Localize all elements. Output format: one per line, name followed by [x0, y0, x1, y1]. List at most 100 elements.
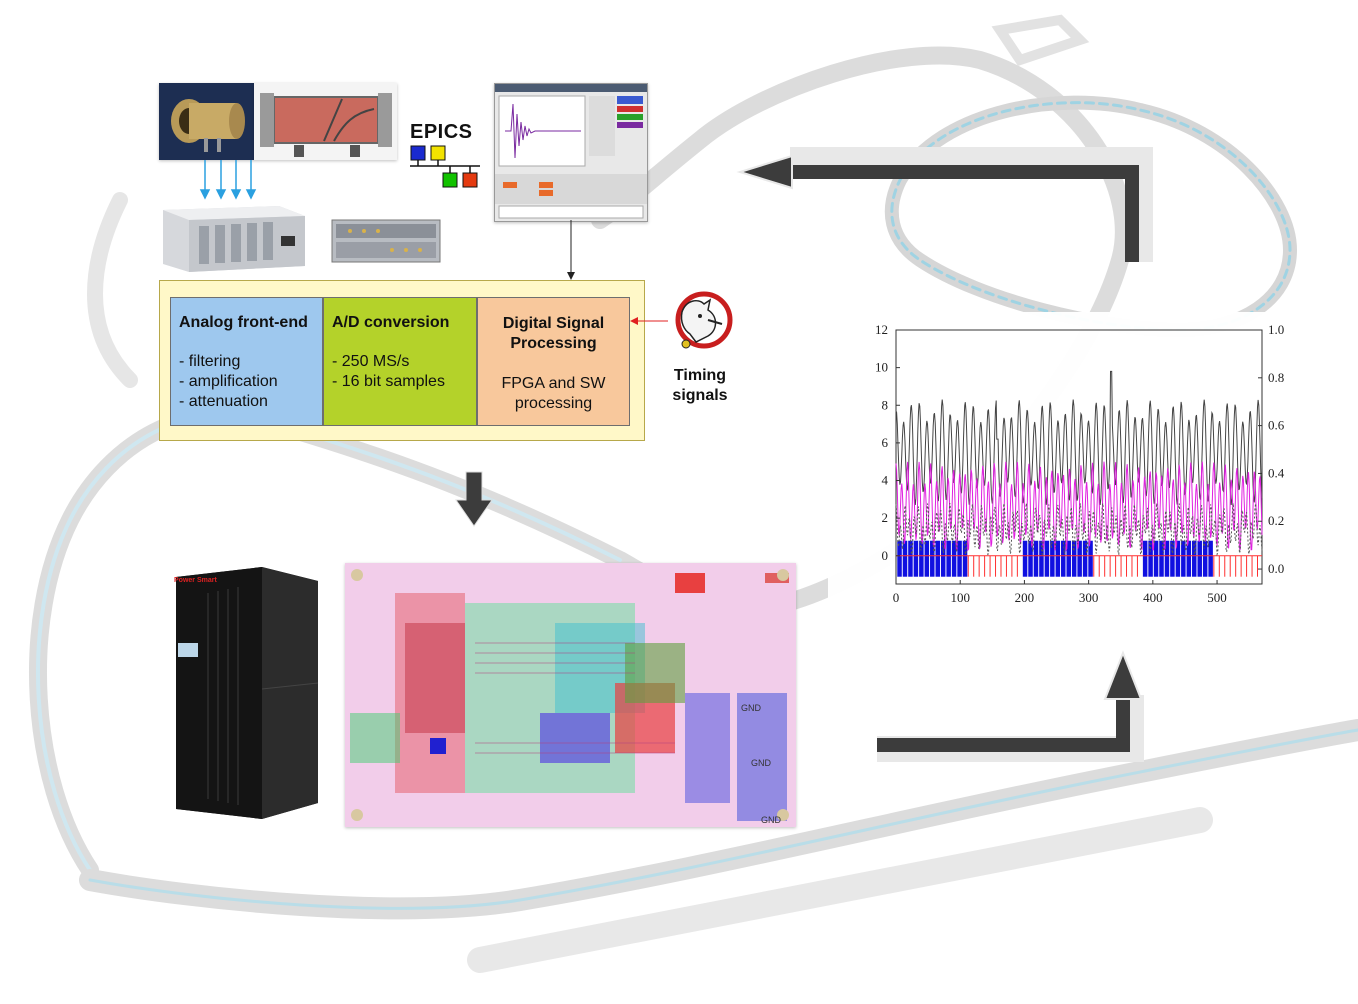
series-line: [895, 503, 1263, 557]
stage-dsp-line: processing: [514, 395, 593, 412]
bunch-bar: [902, 540, 908, 577]
stage-adc-line: - 16 bit samples: [332, 373, 445, 390]
bunch-bar: [908, 540, 913, 577]
bunch-bar: [1186, 540, 1192, 577]
bunch-bar: [1082, 540, 1088, 577]
bunch-bar: [957, 540, 962, 577]
stage-dsp-title-line: Processing: [510, 335, 597, 352]
booster-beamline: [890, 101, 1292, 332]
bunch-bar: [1153, 540, 1159, 577]
bunch-bar: [1197, 540, 1202, 577]
bunch-bar: [946, 540, 951, 577]
bunch-bar: [1055, 540, 1061, 577]
bunch-bar: [924, 540, 930, 577]
bunch-bar: [1175, 540, 1181, 577]
processing-chain: Analog front-end - filtering - amplifica…: [159, 280, 645, 441]
y-tick-label: 2: [882, 510, 889, 525]
scope-screen-icon[interactable]: [494, 83, 648, 222]
screen-to-dsp-arrow: [567, 220, 575, 280]
bunch-bar: [1071, 540, 1077, 577]
timing-arrow: [630, 317, 668, 325]
plot-frame: [895, 329, 1263, 585]
bunch-bar: [1028, 540, 1033, 577]
bunch-bar: [919, 540, 924, 577]
rack-crate-icon: [330, 216, 442, 264]
pcb-gnd-label: GND: [751, 758, 771, 768]
stage-analog-line: - attenuation: [179, 393, 268, 410]
bunch-bar: [897, 540, 902, 577]
server-cabinet-icon: Power Smart: [168, 563, 326, 827]
bunch-bar: [1164, 540, 1170, 577]
down-block-arrow: [455, 471, 493, 527]
timing-label-line: Timing: [673, 367, 727, 384]
stage-digital-signal-processing: Digital Signal Processing FPGA and SW pr…: [477, 297, 630, 426]
pcb-gnd-label: GND: [741, 703, 761, 713]
bunch-bar: [1088, 540, 1093, 577]
bunch-signal-chart: 0 2 4 6 8 10 12 0.0 0.2 0.4 0.6 0.8 1.0 0 100 200 300 400…: [828, 312, 1285, 609]
electronics-crate-icon: [159, 196, 309, 274]
stage-adc-line: - 250 MS/s: [332, 353, 410, 370]
bunch-bar: [1192, 540, 1197, 577]
y2-tick-label: 0.0: [1268, 561, 1284, 576]
stage-dsp-title-line: Digital Signal: [502, 315, 605, 332]
epics-label: EPICS: [410, 121, 473, 143]
stage-analog-line: - amplification: [179, 373, 278, 390]
bunch-bar: [1142, 540, 1148, 577]
y2-tick-label: 0.8: [1268, 370, 1284, 385]
x-tick-label: 200: [1015, 590, 1035, 605]
y2-tick-label: 0.4: [1268, 465, 1285, 480]
stage-dsp-line: FPGA and SW: [501, 375, 606, 392]
x-tick-label: 500: [1207, 590, 1227, 605]
y2-tick-label: 1.0: [1268, 322, 1284, 337]
bunch-bar: [913, 540, 919, 577]
ring-tunnel-inner: [36, 412, 622, 872]
stage-analog-front-end: Analog front-end - filtering - amplifica…: [170, 297, 323, 426]
bunch-bar: [1202, 540, 1208, 577]
y2-tick-label: 0.2: [1268, 513, 1284, 528]
x-tick-label: 300: [1079, 590, 1099, 605]
bunch-bar: [1061, 540, 1066, 577]
server-brand: Power Smart: [174, 577, 217, 584]
y-tick-label: 10: [875, 360, 888, 375]
bunch-bar: [1039, 540, 1044, 577]
bunch-bar: [1066, 540, 1071, 577]
bunch-bar: [1022, 540, 1028, 577]
epics-network-icon: [410, 145, 480, 188]
y-tick-label: 6: [882, 435, 889, 450]
bunch-bar: [962, 540, 968, 577]
chart-svg: 0 2 4 6 8 10 12 0.0 0.2 0.4 0.6 0.8 1.0 0 100 200 300 400…: [875, 322, 1285, 605]
y-tick-label: 12: [875, 322, 888, 337]
x-tick-label: 0: [893, 590, 900, 605]
stage-ad-conversion: A/D conversion - 250 MS/s - 16 bit sampl…: [323, 297, 477, 426]
timing-label-line: signals: [672, 387, 728, 404]
bunch-bar: [935, 540, 940, 577]
bunch-bar: [1170, 540, 1175, 577]
series-line: [895, 370, 1263, 506]
y-tick-label: 4: [882, 473, 889, 488]
stage-analog-line: - filtering: [179, 353, 241, 370]
pcb-layout-icon: GND GND GND: [345, 563, 796, 827]
linac-beamline: [88, 728, 1358, 910]
bunch-bar: [1033, 540, 1039, 577]
bunch-bar: [1208, 540, 1213, 577]
bunch-bar: [1044, 540, 1050, 577]
timing-signals-label: Timing signals: [660, 366, 740, 406]
transfer-line: [991, 14, 1090, 66]
cavity-image-icon: [254, 83, 397, 160]
feedback-arrow-top: [736, 147, 1153, 262]
lower-hall: [467, 807, 1213, 973]
y-tick-label: 8: [882, 397, 889, 412]
stage-adc-title: A/D conversion: [332, 314, 450, 331]
left-arc: [87, 192, 138, 388]
bunch-bar: [1159, 540, 1164, 577]
signal-arrows: [199, 160, 257, 200]
y-tick-label: 0: [882, 548, 889, 563]
feedback-arrow-bottom: [877, 650, 1144, 762]
x-tick-label: 400: [1143, 590, 1163, 605]
pcb-gnd-label: GND: [761, 815, 781, 825]
bunch-bar: [1181, 540, 1186, 577]
y2-tick-label: 0.6: [1268, 418, 1285, 433]
bunch-bar: [1050, 540, 1055, 577]
x-tick-label: 100: [950, 590, 970, 605]
bunch-bar: [951, 540, 957, 577]
